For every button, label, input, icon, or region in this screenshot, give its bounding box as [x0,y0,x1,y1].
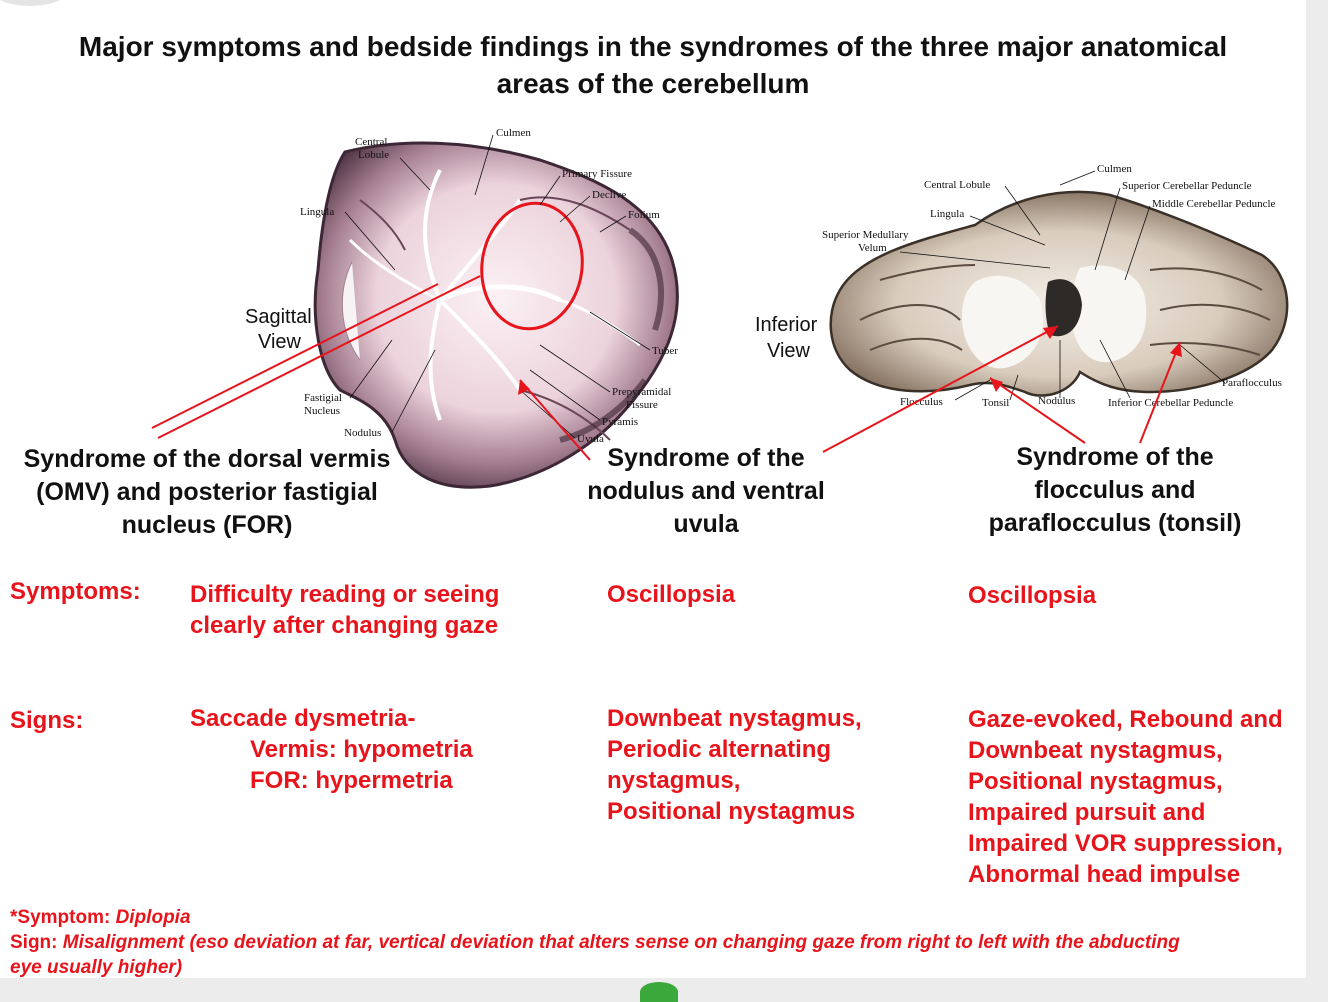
symptom-line: Difficulty reading or seeing [190,581,500,608]
inferior-view-label-2: View [767,340,811,362]
label-culmen: Culmen [496,127,531,139]
footnote-sign-value: Misalignment (eso deviation at far, vert… [62,932,1180,953]
label-lingula-inferior: Lingula [930,208,964,220]
footnote-sign-label: Sign: [10,932,63,953]
syndrome-line: paraflocculus (tonsil) [988,509,1242,537]
cerebellum-images: Central Lobule Culmen Primary Fissure De… [151,127,1289,489]
label-culmen-inferior: Culmen [1097,163,1132,175]
symptoms-row-label: Symptoms: [10,578,141,605]
check-badge-icon [640,982,678,1002]
label-nodulus-inferior: Nodulus [1038,395,1075,407]
sign-line: Impaired VOR suppression, [968,830,1283,857]
sign-line: Periodic alternating [607,736,832,763]
label-superior-medullary-velum: Superior Medullary [822,229,909,241]
label-superior-medullary-velum-2: Velum [858,242,887,254]
slide: Major symptoms and bedside findings in t… [0,0,1306,978]
label-central-lobule-inferior: Central Lobule [924,179,990,191]
sign-line: Downbeat nystagmus, [607,705,862,732]
label-tonsil: Tonsil [982,397,1009,409]
syndrome-line: Syndrome of the [1016,443,1214,471]
inferior-cerebellum-image [829,190,1289,397]
sign-line: Abnormal head impulse [968,861,1241,888]
label-uvula: Uvula [577,433,604,445]
label-superior-cerebellar-peduncle: Superior Cerebellar Peduncle [1122,180,1252,192]
signs-flocculus: Gaze-evoked, Rebound and Downbeat nystag… [968,704,1283,890]
sign-line: Positional nystagmus [607,798,856,825]
label-central-lobule-2: Lobule [358,149,389,161]
symptom-line: clearly after changing gaze [190,612,499,639]
sign-line: Saccade dysmetria- [190,705,416,732]
inferior-leader-lines [899,170,1226,401]
inferior-labels: Culmen Central Lobule Superior Cerebella… [755,163,1282,409]
syndrome-line: Syndrome of the [607,444,805,472]
sign-line: Vermis: hypometria [250,736,473,763]
page-title: Major symptoms and bedside findings in t… [0,28,1306,102]
signs-row-label: Signs: [10,707,84,734]
footnote-symptom: *Symptom: Diplopia [10,905,1300,930]
sign-line: nystagmus, [607,767,741,794]
footnote-sign-continued: eye usually higher) [10,957,183,978]
syndrome-line: nodulus and ventral [587,477,825,505]
label-fastigial: Fastigial [304,392,342,404]
sagittal-view-label: Sagittal [245,306,312,328]
footnote-symptom-value: Diplopia [115,907,191,928]
label-central-lobule: Central [355,136,387,148]
label-middle-cerebellar-peduncle: Middle Cerebellar Peduncle [1152,198,1276,210]
label-inferior-cerebellar-peduncle: Inferior Cerebellar Peduncle [1108,397,1233,409]
red-arrowheads [518,326,1182,395]
sign-line: Impaired pursuit and [968,799,1206,826]
window-corner-shape [0,0,70,6]
sign-line: FOR: hypermetria [250,767,453,794]
sagittal-labels: Central Lobule Culmen Primary Fissure De… [245,127,678,445]
sagittal-leader-lines [344,134,651,439]
label-pyramis: Pyramis [602,416,638,428]
title-line-2: areas of the cerebellum [496,68,810,99]
footnote: *Symptom: Diplopia Sign: Misalignment (e… [10,905,1300,980]
sagittal-view-label-2: View [258,331,302,353]
title-line-1: Major symptoms and bedside findings in t… [78,31,1228,62]
symptoms-flocculus: Oscillopsia [968,580,1096,611]
sign-line: Positional nystagmus, [968,768,1223,795]
symptoms-dorsal-vermis: Difficulty reading or seeing clearly aft… [190,579,499,641]
sign-line: Downbeat nystagmus, [968,737,1223,764]
syndrome-line: uvula [673,510,739,538]
label-primary-fissure: Primary Fissure [562,168,632,180]
sign-line: Gaze-evoked, Rebound and [968,706,1283,733]
syndrome-line: flocculus and [1034,476,1196,504]
syndrome-line: nucleus (FOR) [121,511,293,539]
inferior-view-label: Inferior [755,314,818,336]
symptom-line: Oscillopsia [968,582,1097,609]
syndrome-line: Syndrome of the dorsal vermis [23,445,391,473]
label-prepyramidal-2: Fissure [626,399,658,411]
red-pointer-arrows [151,275,1181,461]
signs-dorsal-vermis: Saccade dysmetria- Vermis: hypometria FO… [190,703,473,796]
label-tuber: Tuber [652,345,678,357]
label-paraflocculus: Paraflocculus [1222,377,1282,389]
signs-nodulus: Downbeat nystagmus, Periodic alternating… [607,703,862,827]
symptom-line: Oscillopsia [607,581,736,608]
syndrome-line: (OMV) and posterior fastigial [36,478,378,506]
label-declive: Declive [592,189,626,201]
label-fastigial-2: Nucleus [304,405,340,417]
symptoms-nodulus: Oscillopsia [607,579,735,610]
label-prepyramidal: Prepyramidal [612,386,671,398]
syndrome-flocculus: Syndrome of the flocculus and parafloccu… [960,441,1270,540]
syndrome-nodulus-uvula: Syndrome of the nodulus and ventral uvul… [556,442,856,541]
label-lingula: Lingula [300,206,334,218]
syndrome-dorsal-vermis: Syndrome of the dorsal vermis (OMV) and … [0,443,414,542]
label-nodulus: Nodulus [344,427,381,439]
footnote-sign: Sign: Misalignment (eso deviation at far… [10,930,1300,955]
label-folium: Folium [628,209,660,221]
footnote-symptom-label: *Symptom: [10,907,116,928]
